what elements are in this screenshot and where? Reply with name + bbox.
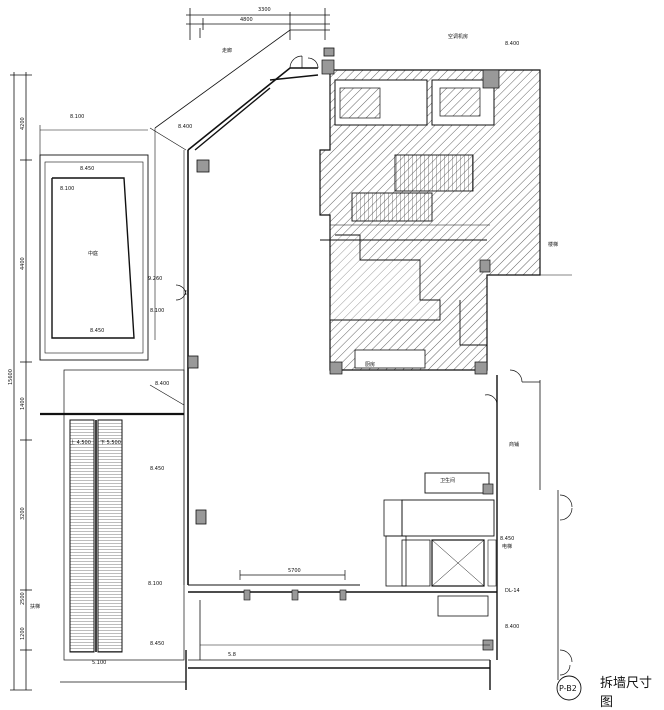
drawing-title: 拆墙尺寸图 (600, 676, 653, 710)
void-area (39, 125, 149, 361)
dim-left-total: 15600 (8, 369, 14, 385)
column (482, 483, 494, 495)
column (339, 589, 347, 601)
column (187, 355, 199, 369)
column (243, 589, 251, 601)
core-right-tag: 楼梯 (548, 241, 558, 248)
door-swing-top (289, 55, 319, 69)
column (291, 589, 299, 601)
core-shaft-tag: 厨房 (365, 361, 375, 368)
escalator-2 (97, 419, 123, 653)
left-dimension (10, 72, 32, 691)
level-mid: 8.450 (80, 166, 94, 172)
sheet-number-circle (556, 675, 582, 701)
escalator-1 (69, 419, 95, 653)
void-label: 中庭 (88, 250, 98, 257)
ceiling-level: 8.400 (505, 41, 519, 47)
level-void: 8.100 (70, 114, 84, 120)
escalator-zone (40, 369, 186, 683)
door-swing-left (175, 284, 187, 301)
level-tag-esc-2: 8.450 (150, 466, 164, 472)
level-void-4: 8.450 (90, 328, 104, 334)
column (196, 159, 210, 173)
toilet-tag: 卫生间 (440, 477, 455, 484)
dim-top-sub: 4800 (240, 17, 253, 23)
dim-left-seg-3: 1400 (20, 397, 26, 410)
dim-left-seg-1: 4200 (20, 117, 26, 130)
sheet-number: P-B2 (559, 684, 577, 693)
ceiling-tag: 空调机房 (448, 33, 468, 40)
lift-block (383, 472, 497, 617)
escalator-tag: 扶梯 (30, 603, 40, 610)
outer-wall-diagonal (149, 29, 330, 585)
lift-level: 8.450 (500, 536, 514, 542)
level-tag-esc-3: 8.100 (148, 581, 162, 587)
corridor-tag: 走廊 (222, 47, 232, 54)
escalator-down: 下 5.500 (100, 440, 121, 446)
store-tag: 商铺 (509, 441, 519, 448)
level-tag-top: 8.400 (178, 124, 192, 130)
lift-tag: 电梯 (502, 543, 512, 550)
service-core (319, 59, 572, 375)
dim-bottom-line: 5.8 (228, 652, 236, 658)
dim-left-seg-6: 1200 (20, 627, 26, 640)
door-level: 8.400 (505, 624, 519, 630)
dim-left-seg-2: 4400 (20, 257, 26, 270)
level-tag-esc-1: 8.400 (155, 381, 169, 387)
dim-left-seg-5: 2500 (20, 592, 26, 605)
level-tag-left: 9.260 (148, 276, 162, 282)
dim-top-total: 3300 (258, 7, 271, 13)
level-void-3: 8.100 (150, 308, 164, 314)
column (195, 509, 207, 525)
column (323, 47, 335, 57)
level-void-2: 8.100 (60, 186, 74, 192)
dim-left-seg-4: 3200 (20, 507, 26, 520)
top-dimension (186, 8, 330, 40)
escalator-level: 5.100 (92, 660, 106, 666)
level-tag-esc-4: 8.450 (150, 641, 164, 647)
right-exterior (484, 369, 573, 680)
bottom-strip (185, 570, 497, 690)
escalator-up: 上 4.500 (70, 439, 91, 446)
dl-tag: DL-14 (505, 588, 520, 594)
dim-bottom-span: 5700 (288, 568, 301, 574)
